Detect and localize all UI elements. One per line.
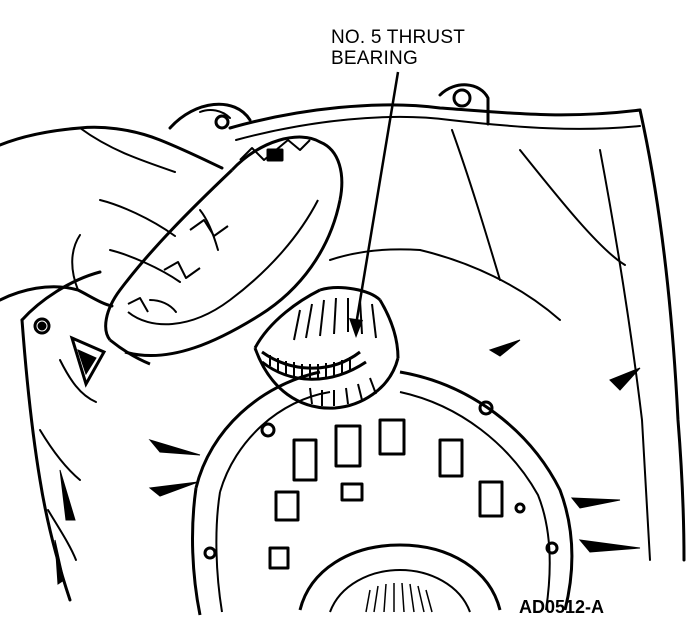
input-shaft: [253, 286, 400, 410]
callout-line-1: NO. 5 THRUST: [331, 27, 466, 48]
case-ribs: [54, 335, 641, 585]
stator-support-drum: [104, 135, 344, 366]
technician-hand: [0, 125, 224, 313]
no5-thrust-bearing: [261, 297, 377, 406]
pump-housing: [191, 370, 574, 616]
figure-id: AD0512-A: [519, 597, 605, 617]
callout-label: NO. 5 THRUST BEARING: [331, 27, 465, 69]
callout-leader: [349, 71, 400, 338]
callout-line-2: BEARING: [331, 48, 418, 69]
transmission-case: [20, 83, 686, 602]
housing-bore-hatching: [365, 582, 433, 613]
